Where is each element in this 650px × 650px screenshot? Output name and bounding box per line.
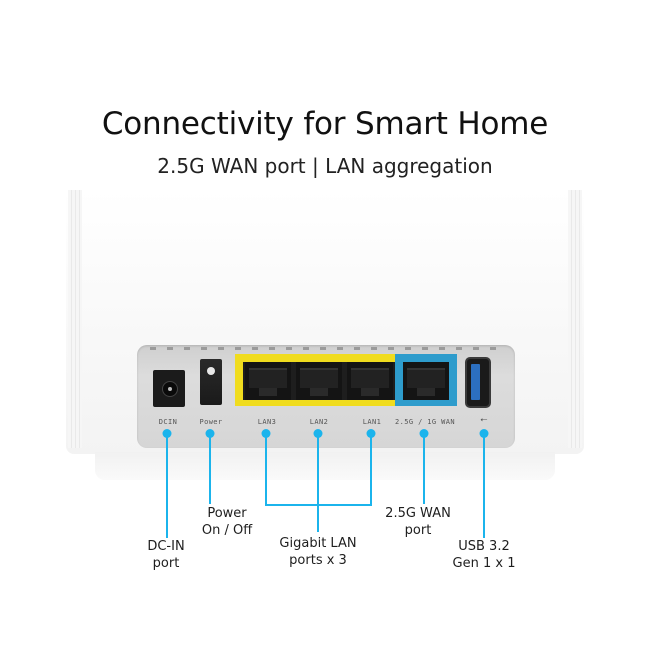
callout-dot-lan2 <box>313 429 323 438</box>
callout-power-line1: Power <box>207 506 247 521</box>
callout-wan-line2: port <box>404 523 432 538</box>
wan-port-icon <box>403 362 449 400</box>
callout-dot-wan <box>419 429 429 438</box>
leader-line-usb <box>483 434 485 538</box>
port-label-lan2: LAN2 <box>309 418 329 426</box>
callout-dot-lan3 <box>261 429 271 438</box>
callout-usb: USB 3.2 Gen 1 x 1 <box>453 538 516 572</box>
dc-in-jack-icon <box>153 370 185 407</box>
callout-usb-line1: USB 3.2 <box>458 539 510 554</box>
leader-bracket-lan <box>265 504 372 506</box>
usb-symbol-icon: ⭠ <box>480 415 488 425</box>
leader-line-lan1 <box>370 434 372 506</box>
power-switch-icon <box>200 359 222 405</box>
callout-dot-dcin <box>162 429 172 438</box>
router-base <box>95 452 555 480</box>
callout-dot-power <box>205 429 215 438</box>
callout-dcin-line2: port <box>152 556 180 571</box>
port-label-lan3: LAN3 <box>257 418 277 426</box>
port-label-power: Power <box>199 418 223 426</box>
callout-dcin: DC-IN port <box>147 538 184 572</box>
callout-dot-lan1 <box>366 429 376 438</box>
callout-lan-line2: ports x 3 <box>289 553 347 568</box>
callout-dot-usb <box>479 429 489 438</box>
callout-wan: 2.5G WAN port <box>385 505 451 539</box>
callout-lan-line1: Gigabit LAN <box>279 536 357 551</box>
port-label-dcin: DCIN <box>158 418 178 426</box>
usb-port-icon <box>465 357 491 408</box>
callout-usb-line2: Gen 1 x 1 <box>452 556 516 571</box>
vent-slots <box>150 347 505 350</box>
lan1-port-icon <box>347 362 393 400</box>
lan2-port-icon <box>296 362 342 400</box>
callout-power-line2: On / Off <box>201 523 253 538</box>
leader-line-lan2 <box>317 434 319 532</box>
callout-wan-line1: 2.5G WAN <box>385 506 451 521</box>
port-label-lan1: LAN1 <box>362 418 382 426</box>
leader-line-lan3 <box>265 434 267 506</box>
lan3-port-icon <box>245 362 291 400</box>
callout-lan: Gigabit LAN ports x 3 <box>279 535 356 569</box>
callout-dcin-line1: DC-IN <box>147 539 185 554</box>
leader-line-dcin <box>166 434 168 538</box>
callout-power: Power On / Off <box>202 505 252 539</box>
page-subtitle: 2.5G WAN port | LAN aggregation <box>157 154 493 178</box>
port-label-wan: 2.5G / 1G WAN <box>395 418 455 426</box>
leader-line-wan <box>423 434 425 504</box>
page-title: Connectivity for Smart Home <box>101 106 549 142</box>
leader-line-power <box>209 434 211 504</box>
